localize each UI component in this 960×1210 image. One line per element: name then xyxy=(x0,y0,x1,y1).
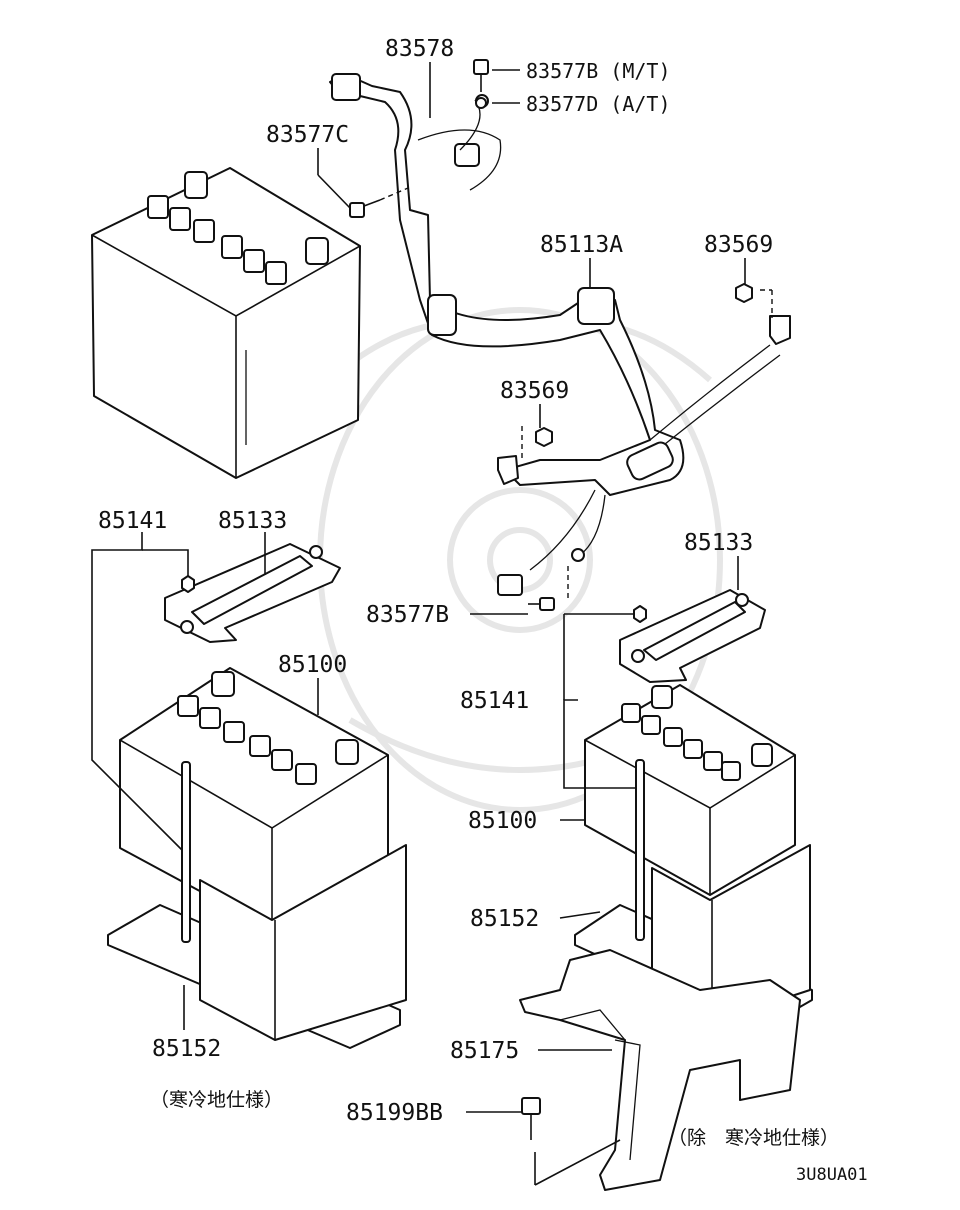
note-cold-climate-spec: （寒冷地仕様） xyxy=(150,1089,283,1111)
label-85133-right: 85133 xyxy=(684,530,753,556)
diagram-code: 3U8UA01 xyxy=(796,1165,868,1185)
nut-83569-center xyxy=(521,426,553,460)
label-85141-left: 85141 xyxy=(98,508,167,534)
bolt-83577b-mt xyxy=(473,59,489,109)
leader-lines xyxy=(91,62,746,1113)
label-85141-right: 85141 xyxy=(460,688,529,714)
label-85133-left: 85133 xyxy=(218,508,287,534)
label-85113a: 85113A xyxy=(540,232,623,258)
label-85152-left: 85152 xyxy=(152,1036,221,1062)
label-83577d-at: 83577D (A/T) xyxy=(526,92,671,116)
battery-lower-right xyxy=(519,589,813,1191)
label-83577b-lower: 83577B xyxy=(366,602,449,628)
label-85152-right: 85152 xyxy=(470,906,539,932)
note-except-cold-climate-spec: （除 寒冷地仕様） xyxy=(668,1127,839,1149)
label-85175: 85175 xyxy=(450,1038,519,1064)
nut-83569-right xyxy=(735,283,773,318)
battery-upper-left xyxy=(91,167,361,479)
battery-cable-harness xyxy=(329,73,791,596)
label-83569-center: 83569 xyxy=(500,378,569,404)
part-labels: 83578 83577B (M/T) 83577D (A/T) 83577C 8… xyxy=(98,36,868,1185)
label-85100-right: 85100 xyxy=(468,808,537,834)
bolt-83577c xyxy=(349,187,409,218)
label-83577b-mt: 83577B (M/T) xyxy=(526,59,671,83)
label-83578: 83578 xyxy=(385,36,454,62)
label-85199bb: 85199BB xyxy=(346,1100,443,1126)
label-83577c: 83577C xyxy=(266,122,349,148)
battery-lower-left xyxy=(107,543,407,1049)
bolt-83577b-lower xyxy=(528,566,569,611)
label-83569-right: 83569 xyxy=(704,232,773,258)
label-85100-left: 85100 xyxy=(278,652,347,678)
